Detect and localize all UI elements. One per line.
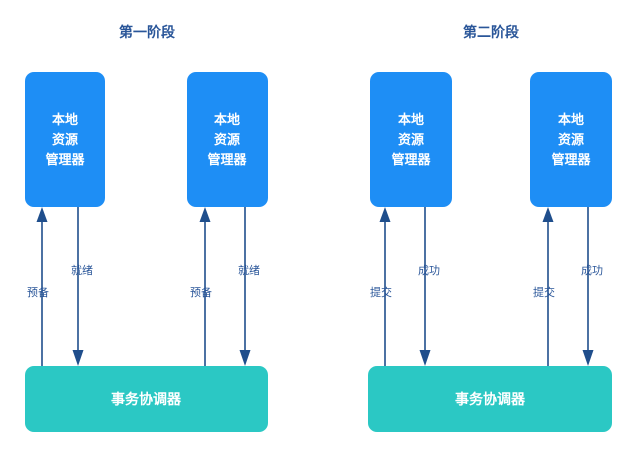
- p1-b2-down-arrow-label: 就绪: [238, 263, 260, 277]
- p2-b2-up-arrowhead: [542, 207, 554, 222]
- p2-b1-rm-line2: 资源: [398, 132, 424, 147]
- p2-b1-up-arrow: 提交: [370, 207, 392, 366]
- p2-b1-rm-line1: 本地: [398, 112, 424, 127]
- p2-b1-up-arrow-label: 提交: [370, 285, 392, 299]
- phase-1-coordinator-label: 事务协调器: [111, 391, 182, 407]
- p1-b2-up-arrow: 预备: [190, 207, 212, 366]
- p1-b2-resource-manager-node[interactable]: 本地 资源 管理器: [187, 72, 268, 207]
- p1-b1-down-arrowhead: [72, 350, 84, 366]
- p1-b2-rm-line2: 资源: [214, 132, 240, 147]
- p2-b2-resource-manager-box[interactable]: [530, 72, 612, 207]
- phase-2-group: 第二阶段 本地 资源 管理器 本地 资源 管理器 事务协调器: [368, 24, 612, 432]
- p2-b1-resource-manager-node[interactable]: 本地 资源 管理器: [370, 72, 452, 207]
- p1-b2-rm-line3: 管理器: [207, 152, 247, 167]
- p1-b1-up-arrow-label: 预备: [27, 285, 49, 299]
- p1-b1-resource-manager-box[interactable]: [25, 72, 105, 207]
- p1-b1-up-arrowhead: [36, 207, 48, 222]
- p1-b2-resource-manager-box[interactable]: [187, 72, 268, 207]
- p2-b2-resource-manager-node[interactable]: 本地 资源 管理器: [530, 72, 612, 207]
- p2-b2-down-arrow-label: 成功: [581, 264, 603, 277]
- p2-b1-rm-line3: 管理器: [391, 152, 431, 167]
- p1-b2-up-arrowhead: [199, 207, 211, 222]
- p2-b1-down-arrowhead: [419, 350, 431, 366]
- p2-b2-up-arrow: 提交: [533, 207, 555, 366]
- p1-b2-down-arrow: 就绪: [238, 207, 260, 366]
- p1-b1-down-arrow-label: 就绪: [71, 263, 93, 277]
- p2-b2-down-arrowhead: [582, 350, 594, 366]
- p1-b1-rm-line3: 管理器: [45, 152, 85, 167]
- phase-2-title: 第二阶段: [463, 24, 519, 40]
- phase-2-coordinator-node[interactable]: 事务协调器: [368, 366, 612, 432]
- p1-b1-down-arrow: 就绪: [71, 207, 93, 366]
- phase-1-coordinator-box[interactable]: [25, 366, 268, 432]
- p2-b2-up-arrow-label: 提交: [533, 285, 555, 299]
- p2-b1-down-arrow: 成功: [418, 207, 440, 366]
- p1-b1-rm-line1: 本地: [52, 112, 78, 127]
- phase-1-coordinator-node[interactable]: 事务协调器: [25, 366, 268, 432]
- p1-b1-up-arrow: 预备: [27, 207, 49, 366]
- p2-b2-down-arrow: 成功: [581, 207, 603, 366]
- p1-b2-rm-line1: 本地: [214, 112, 240, 127]
- p2-b2-rm-line2: 资源: [558, 132, 584, 147]
- p1-b2-down-arrowhead: [239, 350, 251, 366]
- p1-b1-rm-line2: 资源: [52, 132, 78, 147]
- p1-b1-resource-manager-node[interactable]: 本地 资源 管理器: [25, 72, 105, 207]
- p2-b1-resource-manager-box[interactable]: [370, 72, 452, 207]
- p2-b1-up-arrowhead: [379, 207, 391, 222]
- p2-b2-rm-line3: 管理器: [551, 152, 591, 167]
- phase-1-title: 第一阶段: [119, 24, 175, 40]
- phase-1-group: 第一阶段 本地 资源 管理器 本地 资源 管理器 事务协调器: [25, 24, 268, 432]
- phase-2-coordinator-box[interactable]: [368, 366, 612, 432]
- phase-2-coordinator-label: 事务协调器: [455, 391, 526, 407]
- p2-b2-rm-line1: 本地: [558, 112, 584, 127]
- p1-b2-up-arrow-label: 预备: [190, 285, 212, 299]
- p2-b1-down-arrow-label: 成功: [418, 264, 440, 277]
